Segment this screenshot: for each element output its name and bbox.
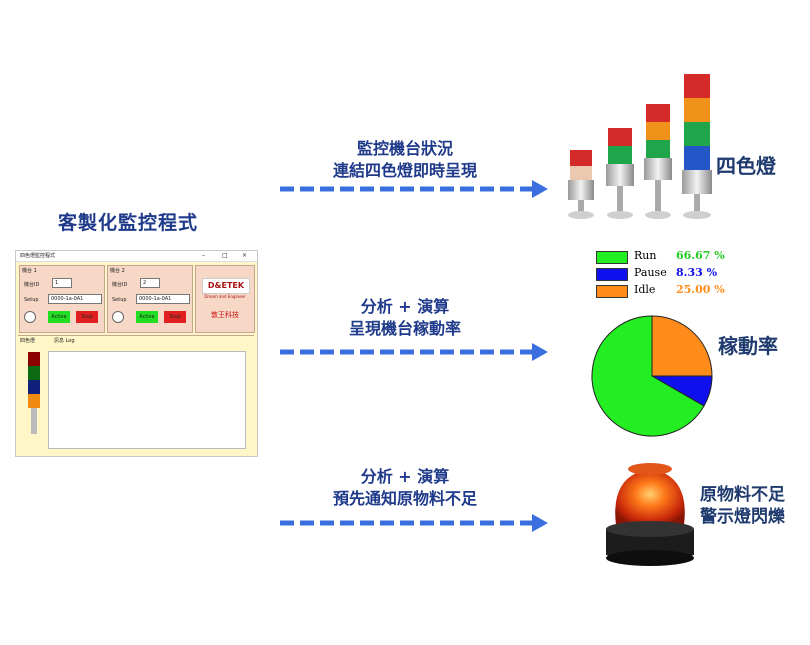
arrow-row2 xyxy=(280,343,548,361)
legend-swatch-idle xyxy=(596,285,628,298)
machine-id-label: 機台ID xyxy=(24,282,40,288)
setup-field[interactable]: 0000-1a-0A1 xyxy=(136,294,190,304)
row3-description: 分析 + 演算 預先通知原物料不足 xyxy=(300,466,510,510)
result-material-line2: 警示燈閃爍 xyxy=(700,507,785,527)
arrow-row1 xyxy=(280,180,548,198)
active-button[interactable]: Active xyxy=(48,311,70,323)
page-title: 客製化監控程式 xyxy=(58,212,199,234)
row3-line1: 分析 + 演算 xyxy=(360,467,450,486)
close-icon[interactable]: × xyxy=(242,252,248,259)
result-utilization-rate: 稼動率 xyxy=(718,334,778,358)
legend-value-idle: 25.00 % xyxy=(676,283,725,296)
machine-id-field[interactable]: 1 xyxy=(52,278,72,288)
company-logo-panel: D&ETEK Dream and Engineer 敦王科技 xyxy=(195,265,255,333)
minimize-icon[interactable]: – xyxy=(202,252,205,259)
pie-slice-run xyxy=(591,315,705,437)
legend-swatch-pause xyxy=(596,268,628,281)
machine-id-field[interactable]: 2 xyxy=(140,278,160,288)
window-title-bar: 四色燈監控程式 – □ × xyxy=(16,251,257,262)
log-label: 訊息 Log xyxy=(54,338,75,344)
machine-id-label: 機台ID xyxy=(112,282,128,288)
legend-label-run: Run xyxy=(634,249,657,262)
window-title: 四色燈監控程式 xyxy=(20,253,56,259)
result-four-color-light: 四色燈 xyxy=(716,154,776,178)
tower-green-segment xyxy=(28,366,40,380)
tower-blue-segment xyxy=(28,380,40,394)
row2-line1: 分析 + 演算 xyxy=(360,297,450,316)
row2-line2: 呈現機台稼動率 xyxy=(348,319,461,338)
stop-button[interactable]: Stop xyxy=(164,311,186,323)
result-material-line1: 原物料不足 xyxy=(700,485,785,505)
row2-description: 分析 + 演算 呈現機台稼動率 xyxy=(300,296,510,340)
status-circle-icon xyxy=(24,311,36,323)
row3-line2: 預先通知原物料不足 xyxy=(332,489,477,508)
setup-label: Setup xyxy=(112,297,127,303)
company-name: 敦王科技 xyxy=(211,311,239,319)
tower-lights-icon xyxy=(568,74,712,219)
legend-value-pause: 8.33 % xyxy=(676,266,718,279)
maximize-icon[interactable]: □ xyxy=(222,252,228,259)
tower-label: 四色燈 xyxy=(20,338,36,344)
row1-line2: 連結四色燈即時呈現 xyxy=(332,161,477,180)
legend-label-idle: Idle xyxy=(634,283,656,296)
pie-legend: Run 66.67 % Pause 8.33 % Idle 25.00 % xyxy=(596,247,736,307)
logo-subtitle: Dream and Engineer xyxy=(204,294,246,299)
stop-button[interactable]: Stop xyxy=(76,311,98,323)
machine-panel-2: 機台 2 機台ID 2 Setup 0000-1a-0A1 Active Sto… xyxy=(107,265,193,333)
panel-label: 機台 1 xyxy=(22,268,37,274)
legend-value-run: 66.67 % xyxy=(676,249,725,262)
legend-label-pause: Pause xyxy=(634,266,667,279)
row1-line1: 監控機台狀況 xyxy=(356,139,453,158)
machine-panel-1: 機台 1 機台ID 1 Setup 0000-1a-0A1 Active Sto… xyxy=(19,265,105,333)
result-material-warning: 原物料不足 警示燈閃爍 xyxy=(700,484,785,528)
utilization-pie-chart xyxy=(591,315,713,437)
app-window-preview: 四色燈監控程式 – □ × 機台 1 機台ID 1 Setup 0000-1a-… xyxy=(15,250,258,457)
active-button[interactable]: Active xyxy=(136,311,158,323)
warning-beacon-icon xyxy=(606,463,694,566)
status-circle-icon xyxy=(112,311,124,323)
log-textbox[interactable] xyxy=(48,351,246,449)
arrow-row3 xyxy=(280,514,548,532)
tower-orange-segment xyxy=(28,394,40,408)
company-logo: D&ETEK xyxy=(202,278,250,294)
pie-slice-idle xyxy=(651,315,713,377)
tower-pole xyxy=(31,408,37,434)
tower-red-segment xyxy=(28,352,40,366)
legend-swatch-run xyxy=(596,251,628,264)
panel-label: 機台 2 xyxy=(110,268,125,274)
row1-description: 監控機台狀況 連結四色燈即時呈現 xyxy=(300,138,510,182)
setup-field[interactable]: 0000-1a-0A1 xyxy=(48,294,102,304)
setup-label: Setup xyxy=(24,297,39,303)
